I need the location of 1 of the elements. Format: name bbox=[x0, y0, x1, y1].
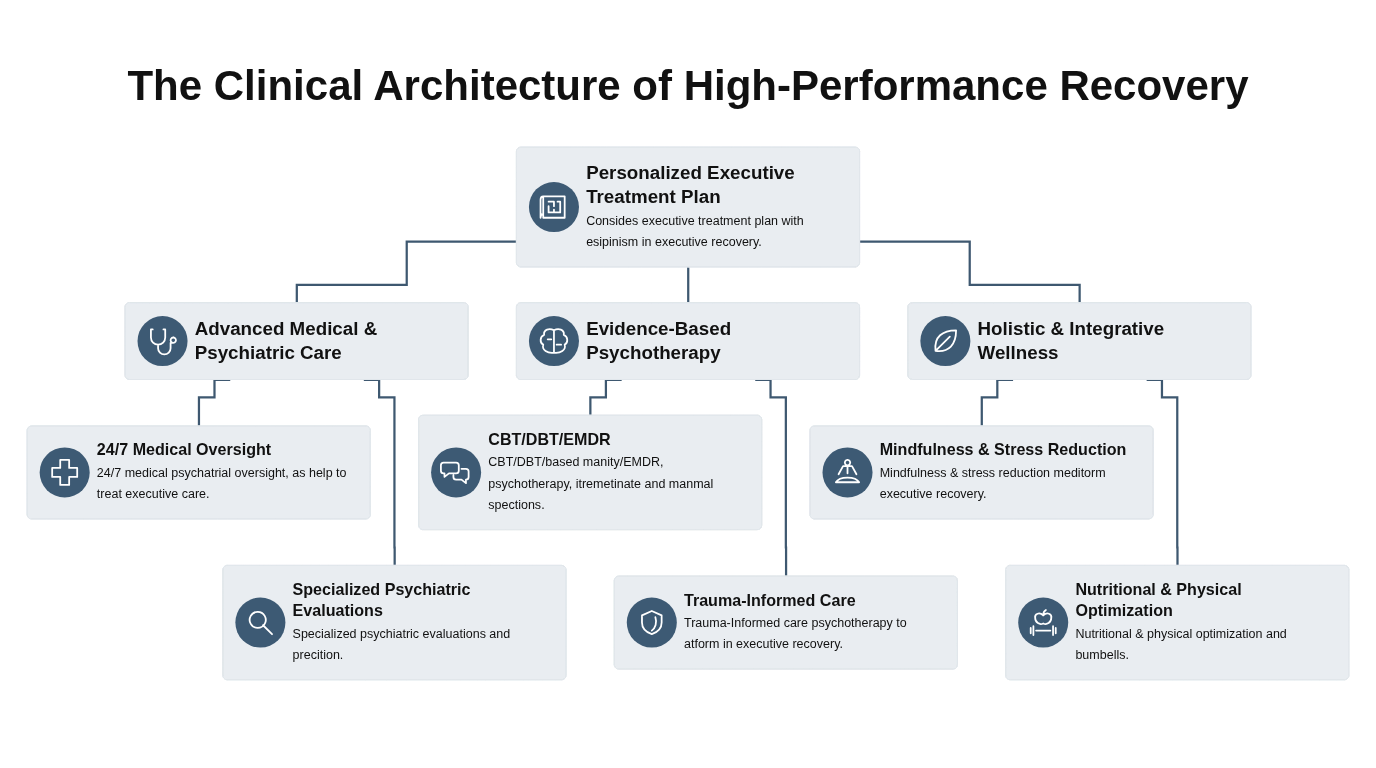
diagram-title: The Clinical Architecture of High-Performance Recovery bbox=[126, 62, 1250, 110]
